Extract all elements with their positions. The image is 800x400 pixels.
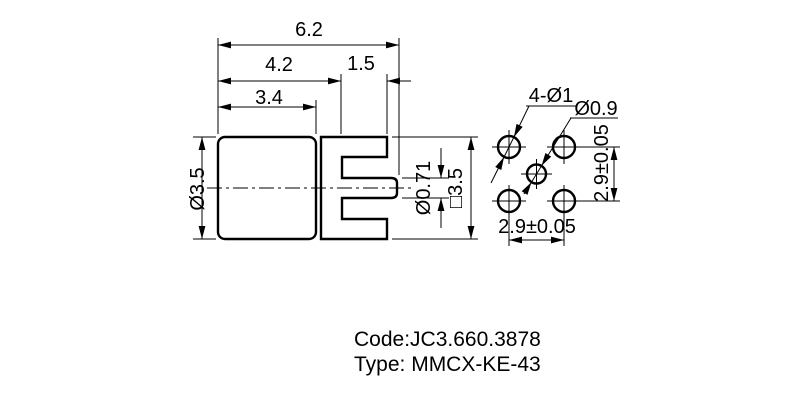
corner-holes-label: 4-Ø1 [528,85,574,107]
center-hole-label: Ø0.9 [574,98,618,120]
dim-flange-square-label: □3.5 [445,168,467,208]
footprint-thin-lines [490,105,620,246]
side-view-thin-lines [193,38,478,240]
leader-center-hole-lower [521,181,532,195]
title-block: Code:JC3.660.3878 Type: MMCX-KE-43 [354,327,541,377]
dim-overall-length-label: 6.2 [295,19,323,41]
dim-body-length-label: 3.4 [255,87,283,109]
part-type: Type: MMCX-KE-43 [354,353,541,376]
dim-pin-diameter-label: Ø0.71 [413,160,435,216]
dim-prong-length-label: 1.5 [347,53,375,75]
leader-corner-holes-lower [490,156,505,184]
dim-to-slot-face-label: 4.2 [265,54,293,76]
leader-center-hole-upper [541,117,572,167]
dim-horizontal-pitch-label: 2.9±0.05 [498,216,576,238]
flange-fork-pin [319,135,399,241]
leader-corner-holes-upper [513,105,530,138]
dim-vertical-pitch-label: 2.9±0.05 [591,124,613,202]
dim-body-diameter-label: Ø3.5 [187,167,209,211]
part-code: Code:JC3.660.3878 [354,328,541,351]
